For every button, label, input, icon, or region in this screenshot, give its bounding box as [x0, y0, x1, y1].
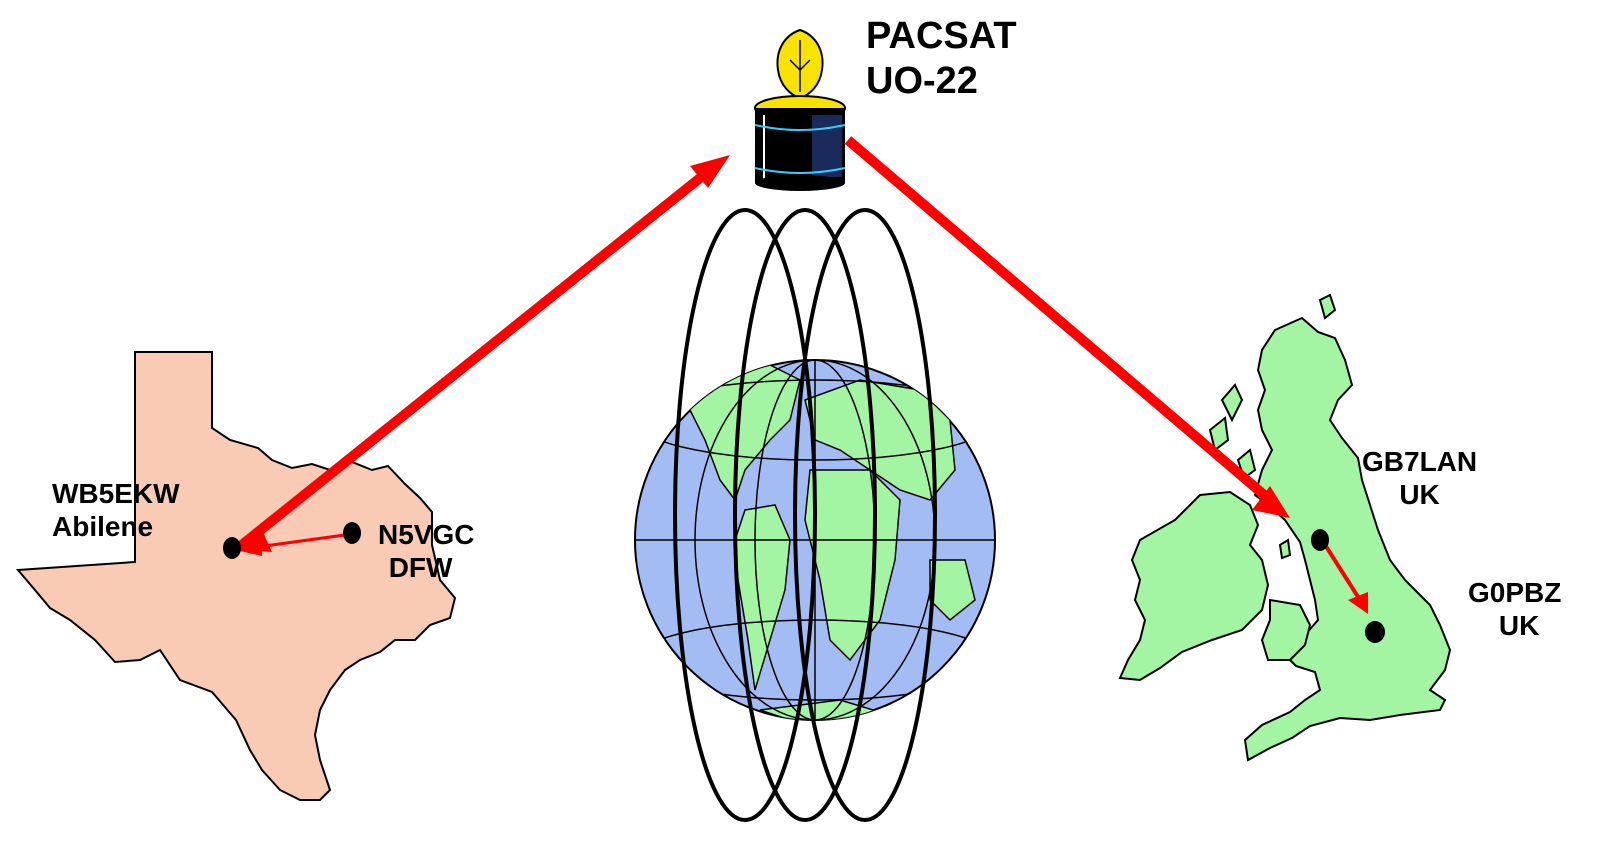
wb5ekw-location: Abilene: [52, 511, 154, 543]
wb5ekw-call: WB5EKW: [52, 478, 180, 509]
gb7lan-location: UK: [1399, 479, 1440, 511]
satellite-label: PACSAT UO-22: [866, 14, 1017, 104]
g0pbz-call: G0PBZ: [1468, 577, 1562, 608]
satellite-icon: [754, 28, 846, 191]
n5vgc-location: DFW: [388, 552, 453, 584]
n5vgc-call: N5VGC: [378, 519, 475, 550]
gb7lan-call: GB7LAN: [1362, 446, 1478, 477]
station-dot-g0pbz: [1365, 621, 1385, 643]
link-arrows: [234, 136, 1368, 614]
texas-map: [15, 351, 457, 801]
uk-map: [1118, 293, 1452, 762]
station-dot-n5vgc: [343, 522, 361, 544]
g0pbz-location: UK: [1498, 610, 1540, 642]
station-dot-gb7lan: [1311, 529, 1329, 551]
satellite-name: PACSAT: [866, 15, 1017, 57]
wb5ekw-label: WB5EKW Abilene: [52, 477, 180, 543]
station-dots: [223, 522, 1385, 643]
satellite-designation: UO-22: [866, 59, 978, 102]
g0pbz-label: G0PBZ UK: [1468, 576, 1561, 642]
station-dot-wb5ekw: [223, 537, 241, 559]
n5vgc-label: N5VGC DFW: [378, 518, 474, 584]
orbit-rings: [673, 208, 937, 822]
gb7lan-label: GB7LAN UK: [1362, 445, 1477, 511]
globe-icon: [634, 359, 996, 721]
